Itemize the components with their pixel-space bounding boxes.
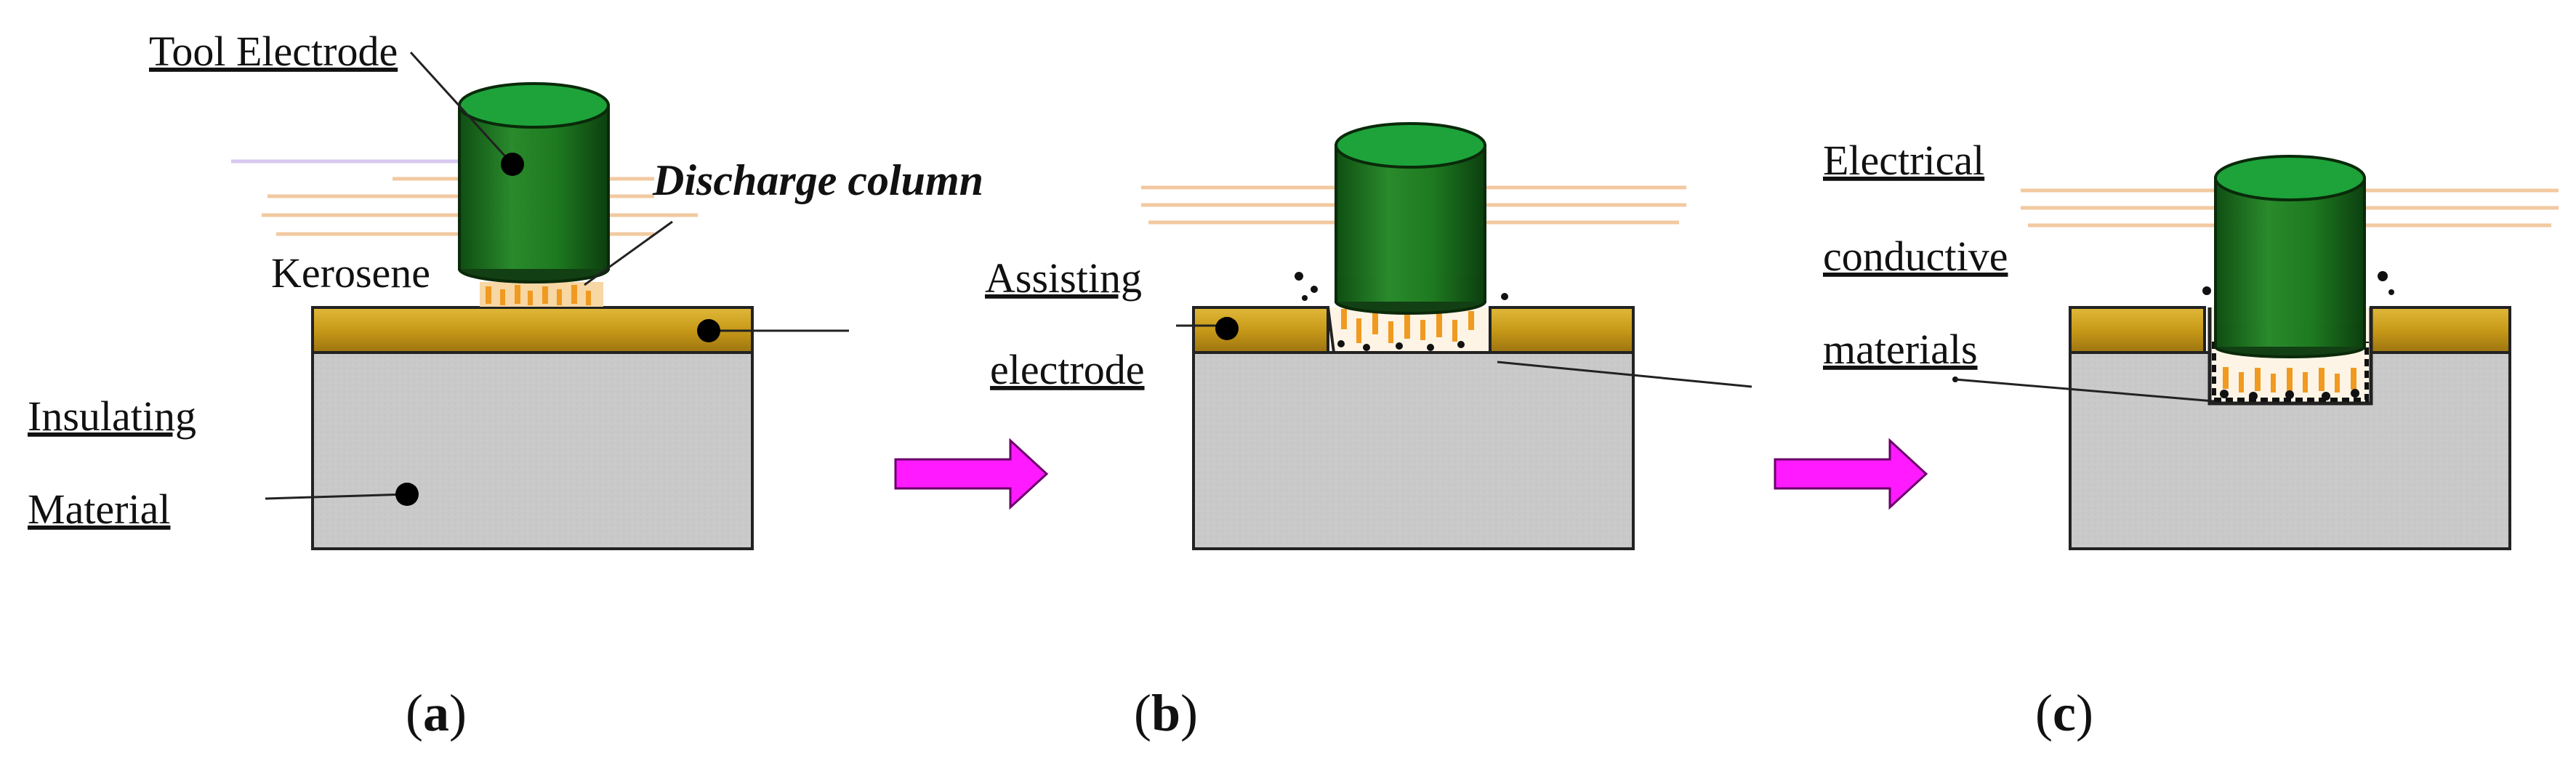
label-discharge-column: Discharge column — [652, 156, 983, 204]
label-kerosene: Kerosene — [271, 249, 430, 297]
assisting-marker-dot-b — [1215, 317, 1239, 340]
assisting-electrode-layer-b-left — [1192, 306, 1329, 354]
tool-electrode-b — [1335, 122, 1486, 315]
caption-c: (c) — [2035, 684, 2093, 742]
discharge-sparks-c — [2223, 367, 2356, 392]
insulating-material-block-a — [311, 351, 754, 550]
caption-b: (b) — [1134, 684, 1198, 742]
assisting-electrode-layer-c-right — [2370, 306, 2511, 354]
insulating-marker-dot-a — [395, 483, 419, 506]
label-insulating-line2: Material — [28, 486, 170, 533]
assisting-marker-dot-a — [697, 319, 720, 342]
conductive-layer-c — [2212, 342, 2369, 402]
label-conductive-line3: materials — [1823, 326, 1978, 373]
assisting-electrode-layer-a — [311, 306, 754, 354]
tool-electrode-a — [458, 82, 610, 283]
process-arrow-2 — [1774, 438, 1928, 510]
assisting-electrode-layer-c-left — [2069, 306, 2206, 354]
label-conductive-line1: Electrical — [1823, 137, 1984, 184]
label-insulating-line1: Insulating — [28, 392, 196, 440]
label-tool-electrode: Tool Electrode — [149, 28, 398, 75]
panel-a: Tool Electrode Discharge column Kerosene… — [28, 28, 983, 742]
discharge-sparks-b — [1341, 309, 1474, 343]
assisting-electrode-layer-b-right — [1489, 306, 1635, 354]
panel-c: Electrical conductive materials (c) — [1823, 137, 2559, 742]
caption-a: (a) — [406, 684, 467, 742]
panel-b: Assisting electrode (b) — [985, 122, 1752, 742]
process-arrow-1 — [894, 438, 1049, 510]
label-assisting-line2: electrode — [990, 346, 1145, 393]
label-conductive-line2: conductive — [1823, 233, 2008, 280]
pointer-lines-a — [265, 51, 849, 500]
debris-particles-b — [1295, 272, 1508, 351]
discharge-sparks-a — [480, 282, 603, 307]
label-assisting-line1: Assisting — [985, 254, 1142, 302]
pointer-lines-c — [1955, 378, 2215, 403]
insulating-material-block-b — [1192, 351, 1635, 550]
electrode-marker-dot-a — [501, 153, 524, 176]
tool-electrode-c — [2214, 155, 2366, 358]
